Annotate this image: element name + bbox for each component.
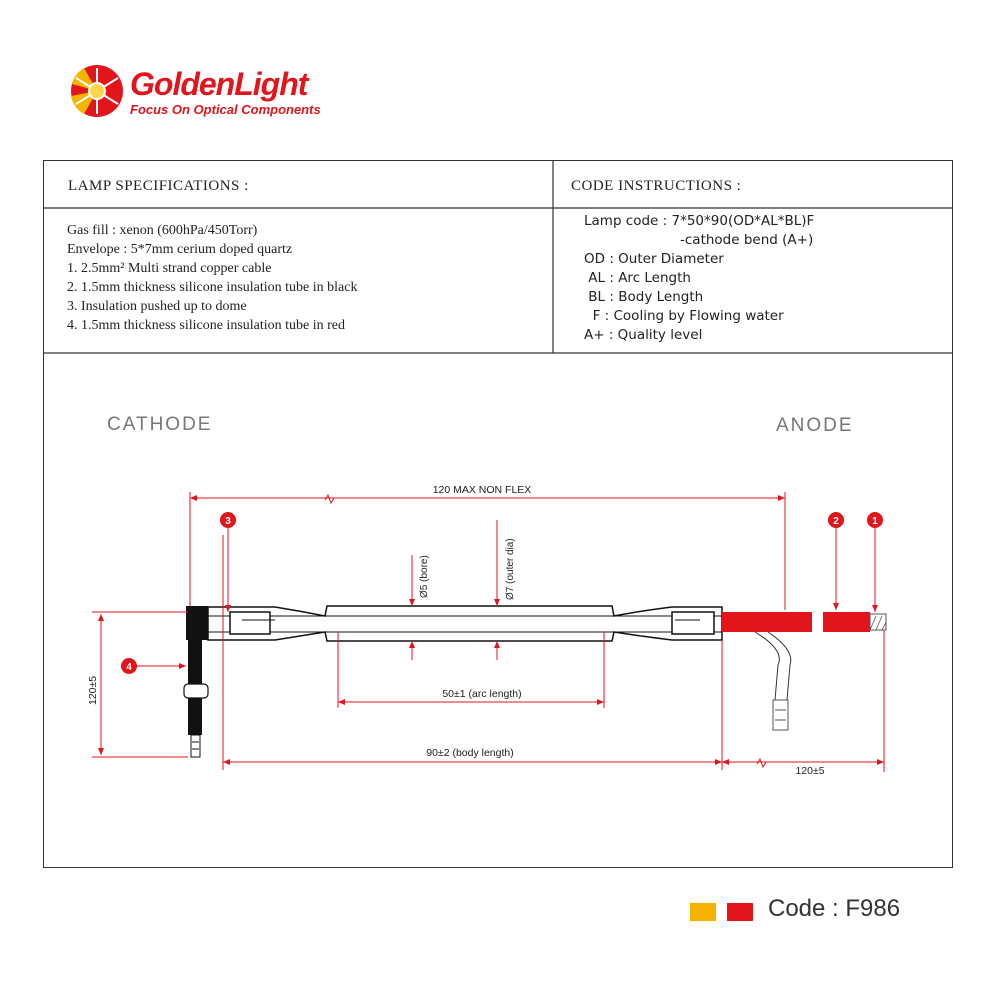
code-key: A+ [584, 327, 605, 343]
bore-text: Ø5 (bore) [419, 555, 430, 598]
cathode-lead-dimension: 120±5 [87, 611, 188, 758]
cathode-lead [183, 606, 209, 758]
spec-line: 3. Insulation pushed up to dome [67, 299, 247, 314]
anode-lead-dimension: 120±5 [722, 630, 885, 777]
spec-line: 4. 1.5mm thickness silicone insulation t… [67, 318, 346, 333]
code-key: AL [588, 270, 606, 286]
callout-2: 2 [828, 512, 844, 528]
lamp-code-note: -cathode bend (A+) [680, 232, 814, 248]
cathode-lead-text: 120±5 [87, 676, 99, 705]
red-swatch [727, 903, 753, 921]
product-code: Code : F986 [768, 895, 901, 922]
code-entry: AL : Arc Length [584, 269, 814, 288]
arc-length-dimension: 50±1 (arc length) [337, 632, 605, 708]
lamp-spec-list: Gas fill : xenon (600hPa/450Torr) Envelo… [67, 221, 357, 335]
overall-length-text: 120 MAX NON FLEX [433, 484, 532, 496]
code-key: BL [588, 289, 606, 305]
svg-text:1: 1 [872, 516, 878, 527]
outer-diameter-dimension: Ø7 (outer dia) [494, 520, 516, 660]
arc-length-text: 50±1 (arc length) [442, 688, 521, 700]
lamp-body [207, 605, 723, 642]
svg-text:4: 4 [126, 662, 132, 673]
brand-logo: GoldenLight Focus On Optical Components [70, 64, 370, 124]
body-length-text: 90±2 (body length) [426, 747, 514, 759]
body-length-dimension: 90±2 (body length) [222, 535, 723, 770]
spec-sheet-frame [43, 160, 953, 868]
code-entry: BL : Body Length [584, 288, 814, 307]
sun-logo-icon [71, 65, 123, 117]
code-key: F [592, 308, 601, 324]
code-entry: F : Cooling by Flowing water [584, 307, 814, 326]
brand-tagline: Focus On Optical Components [130, 102, 321, 117]
spec-line: Envelope : 5*7mm cerium doped quartz [67, 242, 293, 257]
code-entry: OD : Outer Diameter [584, 250, 814, 269]
spec-line: 1. 2.5mm² Multi strand copper cable [67, 261, 272, 276]
code-instructions-list: Lamp code : 7*50*90(OD*AL*BL)F -cathode … [584, 212, 814, 345]
code-desc: : Outer Diameter [609, 251, 724, 267]
callout-4: 4 [121, 658, 137, 674]
callout-1: 1 [867, 512, 883, 528]
callout-leaders [137, 528, 878, 669]
anode-lead [722, 612, 887, 731]
code-key: OD [584, 251, 606, 267]
code-instructions-title: CODE INSTRUCTIONS : [571, 178, 742, 194]
code-desc: : Body Length [609, 289, 704, 305]
lamp-spec-title: LAMP SPECIFICATIONS : [68, 178, 249, 194]
code-desc: : Quality level [608, 327, 703, 343]
spec-line: Gas fill : xenon (600hPa/450Torr) [67, 223, 258, 238]
bore-dimension: Ø5 (bore) [409, 555, 430, 660]
brand-name: GoldenLight [130, 66, 308, 102]
code-desc: : Cooling by Flowing water [604, 308, 784, 324]
svg-text:2: 2 [833, 516, 839, 527]
callout-3: 3 [220, 512, 236, 528]
lamp-code: Lamp code : 7*50*90(OD*AL*BL)F [584, 213, 815, 229]
anode-label: ANODE [776, 415, 854, 436]
spec-line: 2. 1.5mm thickness silicone insulation t… [67, 280, 358, 295]
code-entry: A+ : Quality level [584, 326, 814, 345]
anode-lead-text: 120±5 [795, 765, 824, 777]
outer-diameter-text: Ø7 (outer dia) [505, 538, 516, 600]
yellow-swatch [690, 903, 716, 921]
svg-text:3: 3 [225, 516, 231, 527]
overall-length-dimension: 120 MAX NON FLEX [189, 484, 786, 610]
cathode-label: CATHODE [107, 414, 212, 435]
code-desc: : Arc Length [609, 270, 691, 286]
